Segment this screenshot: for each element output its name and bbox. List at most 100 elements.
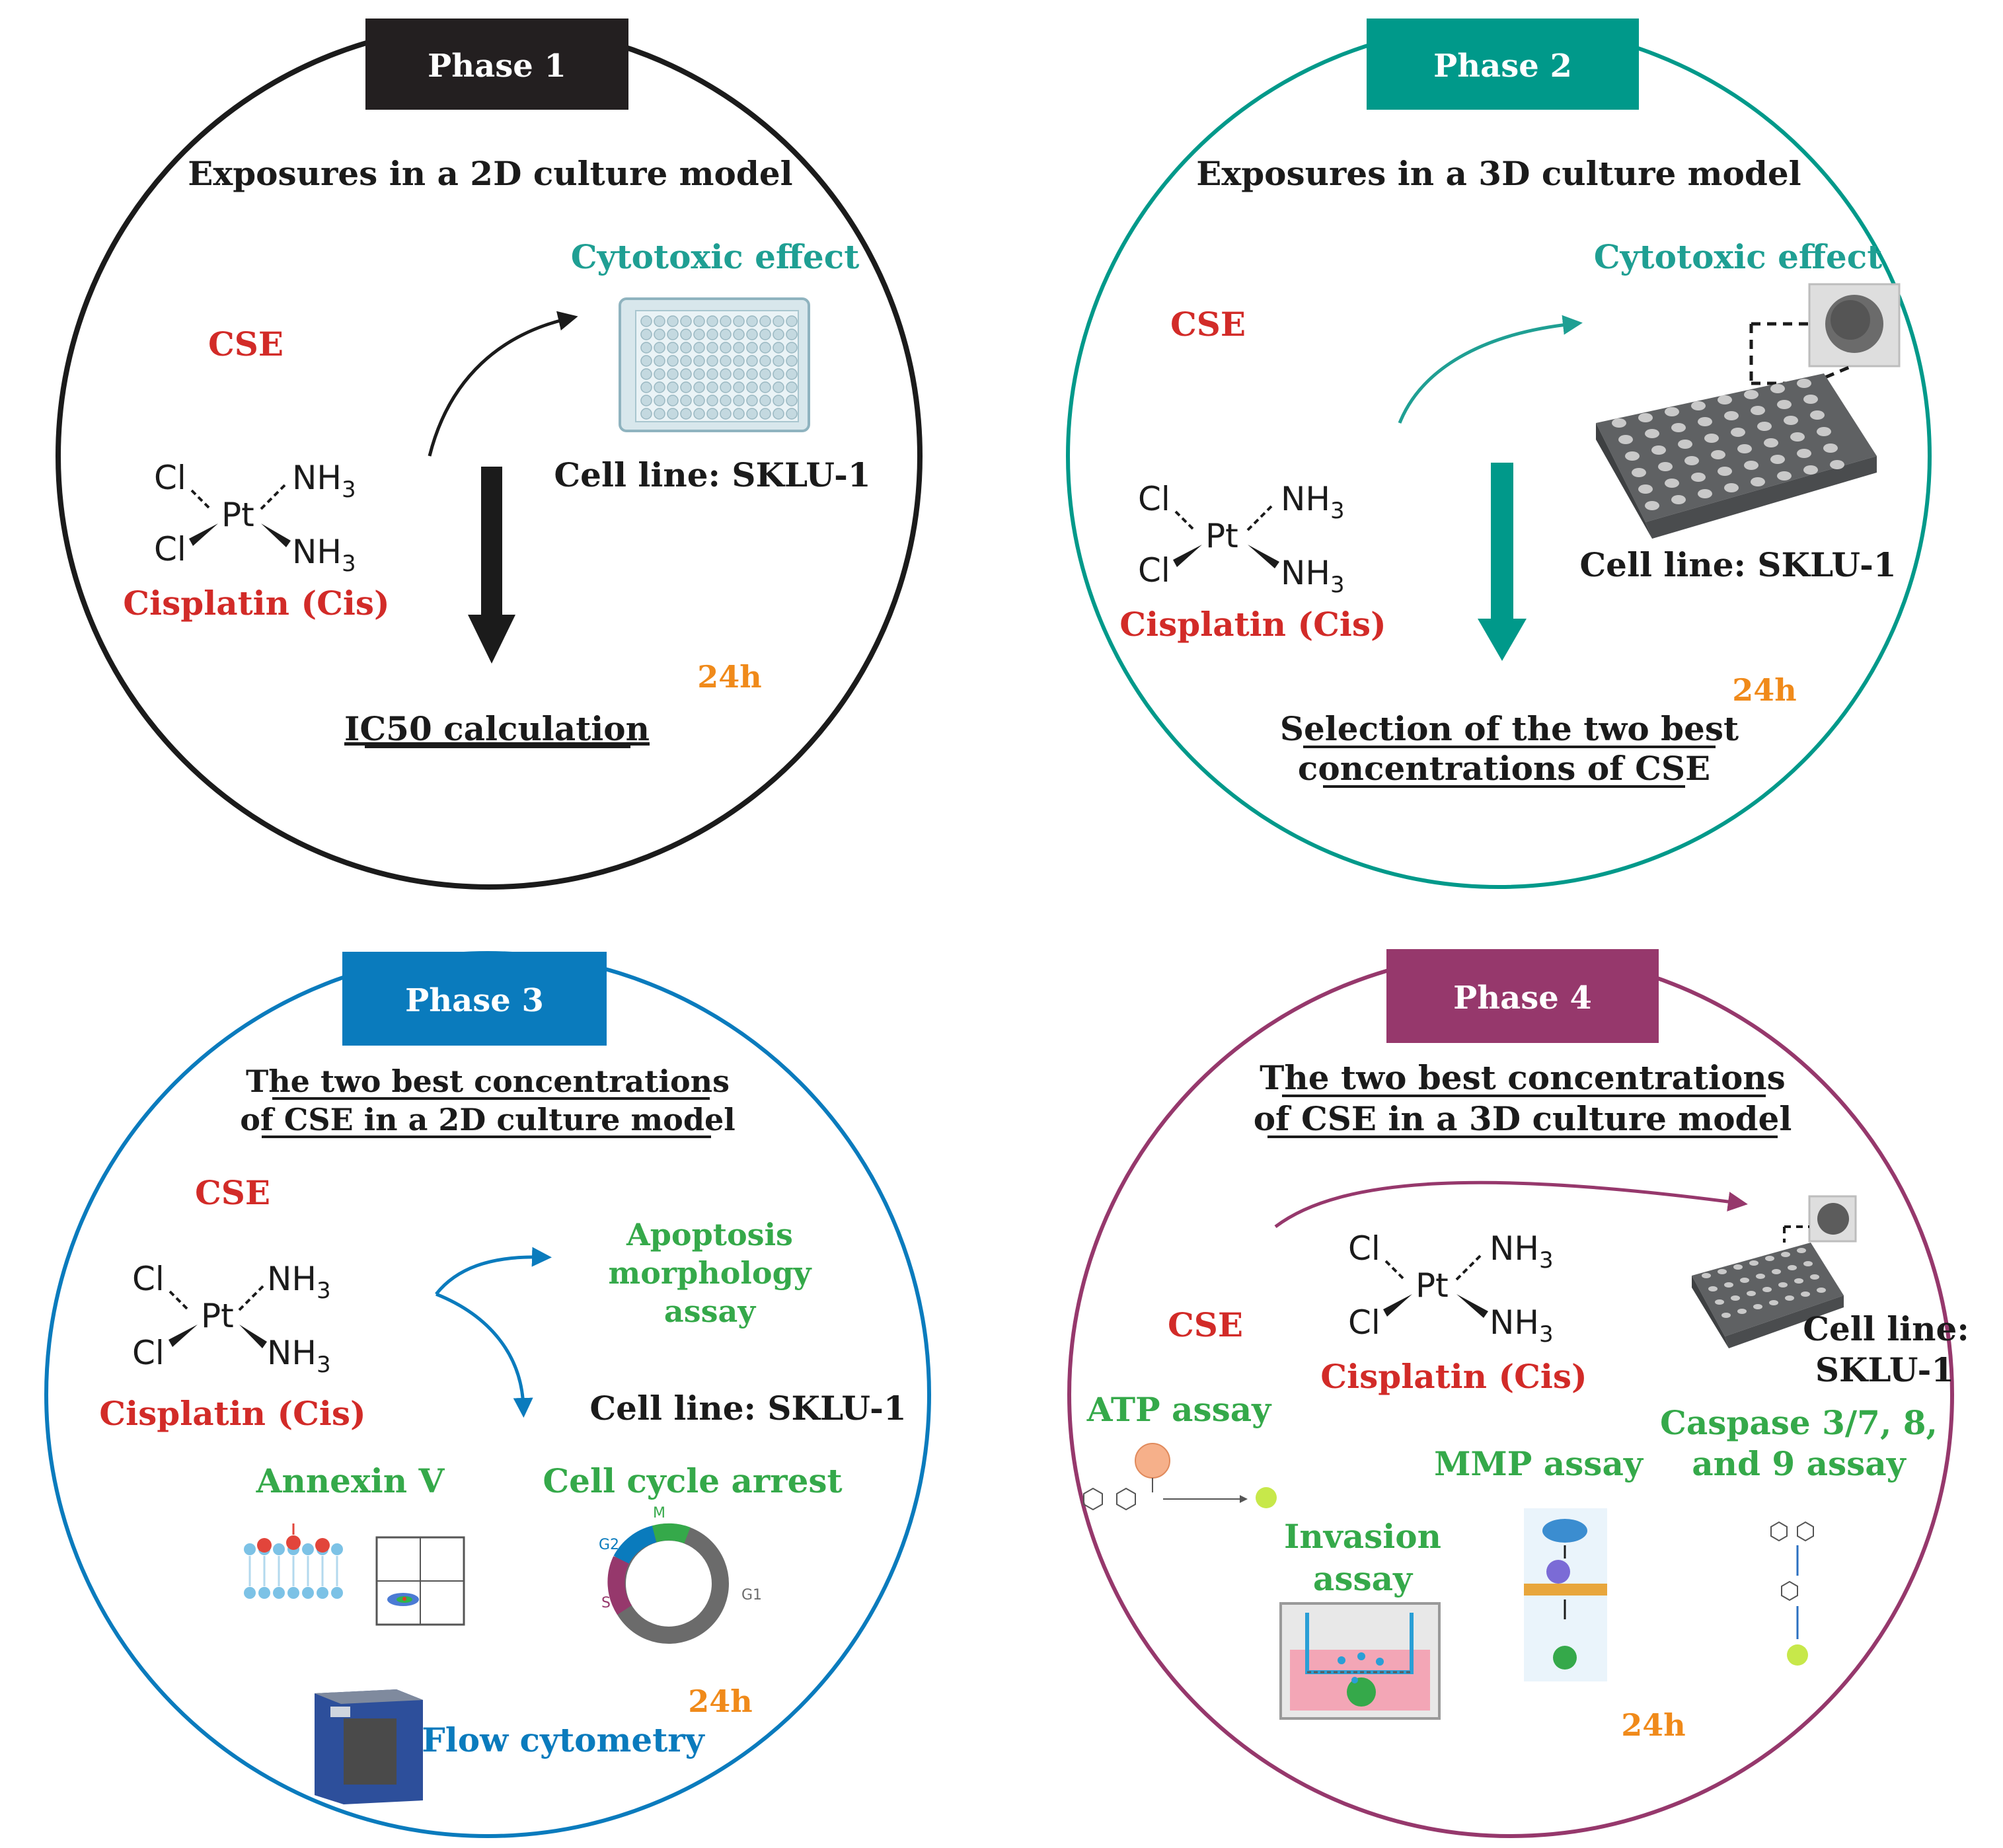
phase4-cell-line-label-1: Cell line: <box>1803 1309 1969 1348</box>
phase3-badge <box>342 952 607 1046</box>
phase1-cisplatin-structure: Cl Cl Pt NH3 NH3 <box>154 459 356 577</box>
phase3-cycle-m: M <box>653 1505 665 1521</box>
phase1-result-label: IC50 calculation <box>344 709 650 748</box>
phase3-cell-cycle-diagram: M G2 S G1 <box>599 1505 762 1644</box>
phase1-subtitle: Exposures in a 2D culture model <box>188 154 792 193</box>
phase3-badge-label: Phase 3 <box>405 982 544 1019</box>
phase4-badge <box>1386 949 1659 1043</box>
svg-text:NH3: NH3 <box>1490 1303 1554 1348</box>
phase3-flow-cytometer-icon <box>315 1689 423 1804</box>
svg-text:Cl: Cl <box>154 459 186 497</box>
svg-text:Cl: Cl <box>1348 1229 1380 1268</box>
svg-text:Cl: Cl <box>1138 480 1170 518</box>
svg-text:Cl: Cl <box>1138 551 1170 590</box>
svg-text:NH3: NH3 <box>267 1260 331 1304</box>
svg-text:NH3: NH3 <box>292 533 356 577</box>
phase1-well-plate-icon <box>619 297 810 432</box>
phase3-cell-cycle-label: Cell cycle arrest <box>543 1461 842 1500</box>
phase4-transwell-icon <box>1279 1602 1441 1720</box>
phase4-zoom-lines <box>1783 1225 1809 1243</box>
phase3-apoptosis-line1: Apoptosis <box>626 1217 793 1252</box>
phase4-caspase-line2: and 9 assay <box>1692 1444 1907 1483</box>
phase3-time-label: 24h <box>688 1683 752 1719</box>
phase4-caspase-line1: Caspase 3/7, 8, <box>1660 1403 1938 1442</box>
svg-text:Pt: Pt <box>201 1297 234 1335</box>
phase2-result-line2: concentrations of CSE <box>1298 749 1710 788</box>
phase2-badge <box>1367 19 1639 110</box>
phase4-panel: Phase 4 The two best concentrations of C… <box>1067 949 1969 1838</box>
phase3-membrane-icon <box>244 1523 343 1599</box>
svg-text:Pt: Pt <box>221 496 254 534</box>
phase2-result-line1: Selection of the two best <box>1280 709 1739 748</box>
phase2-badge-label: Phase 2 <box>1433 48 1572 85</box>
svg-text:NH3: NH3 <box>292 459 356 503</box>
phase1-curved-arrow <box>428 311 578 457</box>
phase3-flow-label: Flow cytometry <box>422 1720 705 1759</box>
phase4-cse-label: CSE <box>1168 1305 1243 1344</box>
phase4-atp-label: ATP assay <box>1086 1390 1272 1429</box>
phase4-subtitle-line2: of CSE in a 3D culture model <box>1254 1099 1792 1138</box>
svg-text:Cl: Cl <box>1348 1303 1380 1342</box>
phase2-spheroid-image <box>1808 283 1901 367</box>
svg-text:Cl: Cl <box>132 1334 165 1372</box>
svg-text:NH3: NH3 <box>267 1334 331 1378</box>
phase1-effect-label: Cytotoxic effect <box>571 237 860 276</box>
svg-text:NH3: NH3 <box>1281 480 1345 524</box>
phase4-mmp-pathway-icon <box>1524 1508 1607 1681</box>
phase3-cse-label: CSE <box>195 1173 270 1212</box>
phase3-drug-label: Cisplatin (Cis) <box>99 1394 365 1433</box>
phase3-arrow-down <box>435 1292 533 1418</box>
phase1-down-arrow <box>468 467 515 664</box>
phase1-badge <box>365 19 628 110</box>
phase3-annexin-label: Annexin V <box>256 1461 445 1500</box>
phase4-spheroid-image <box>1808 1195 1857 1243</box>
phase2-effect-label: Cytotoxic effect <box>1594 237 1883 276</box>
phase2-well-plate-3d-icon <box>1596 373 1877 539</box>
phase4-drug-label: Cisplatin (Cis) <box>1320 1357 1587 1396</box>
phase1-badge-label: Phase 1 <box>428 48 566 85</box>
phase4-curved-arrow <box>1274 1180 1748 1228</box>
phase3-flow-plot-icon <box>375 1536 465 1626</box>
phase1-drug-label: Cisplatin (Cis) <box>123 584 389 623</box>
phase1-time-label: 24h <box>697 659 761 695</box>
svg-text:Cl: Cl <box>154 530 186 568</box>
phase4-cisplatin-structure: Cl Cl Pt NH3 NH3 <box>1348 1229 1554 1348</box>
phase2-cse-label: CSE <box>1170 305 1246 344</box>
phase3-cell-line-label: Cell line: SKLU-1 <box>589 1389 906 1428</box>
phase1-panel: Phase 1 Exposures in a 2D culture model … <box>56 19 923 890</box>
phase4-badge-label: Phase 4 <box>1453 980 1592 1017</box>
phase2-time-label: 24h <box>1732 672 1796 708</box>
phase3-panel: Phase 3 The two best concentrations of C… <box>44 951 931 1838</box>
phase2-curved-arrow <box>1398 315 1583 424</box>
phase3-arrow-up <box>435 1247 552 1295</box>
phase4-well-plate-3d-icon <box>1692 1243 1844 1348</box>
phase4-mmp-label: MMP assay <box>1434 1444 1644 1483</box>
phase4-cell-line-label-2: SKLU-1 <box>1815 1350 1954 1389</box>
phase2-cisplatin-structure: Cl Cl Pt NH3 NH3 <box>1138 480 1345 598</box>
phase1-cse-label: CSE <box>208 325 283 364</box>
phase2-drug-label: Cisplatin (Cis) <box>1119 605 1386 644</box>
phase2-subtitle: Exposures in a 3D culture model <box>1196 154 1801 193</box>
phase2-cell-line-label: Cell line: SKLU-1 <box>1579 545 1896 584</box>
svg-text:Pt: Pt <box>1416 1266 1449 1305</box>
svg-text:Pt: Pt <box>1205 517 1238 555</box>
phase3-apoptosis-line3: assay <box>664 1293 756 1329</box>
svg-text:NH3: NH3 <box>1490 1229 1554 1274</box>
phase4-invasion-line1: Invasion <box>1284 1517 1441 1556</box>
svg-text:NH3: NH3 <box>1281 554 1345 598</box>
svg-text:Cl: Cl <box>132 1260 165 1298</box>
phase1-cell-line-label: Cell line: SKLU-1 <box>554 455 870 494</box>
phase4-subtitle-line1: The two best concentrations <box>1260 1058 1786 1097</box>
phase4-invasion-line2: assay <box>1313 1559 1414 1598</box>
phase2-down-arrow <box>1478 463 1527 661</box>
phase4-time-label: 24h <box>1621 1707 1685 1743</box>
phase2-panel: Phase 2 Exposures in a 3D culture model … <box>1066 19 1932 889</box>
phase3-cycle-g1: G1 <box>741 1587 762 1603</box>
phase4-caspase-reaction-icon <box>1770 1521 1814 1666</box>
phase3-subtitle-line2: of CSE in a 2D culture model <box>240 1102 735 1137</box>
phase3-subtitle-line1: The two best concentrations <box>246 1063 730 1099</box>
phase3-apoptosis-line2: morphology <box>609 1255 812 1291</box>
phase3-cycle-s: S <box>601 1595 611 1611</box>
phase3-cisplatin-structure: Cl Cl Pt NH3 NH3 <box>132 1260 331 1378</box>
